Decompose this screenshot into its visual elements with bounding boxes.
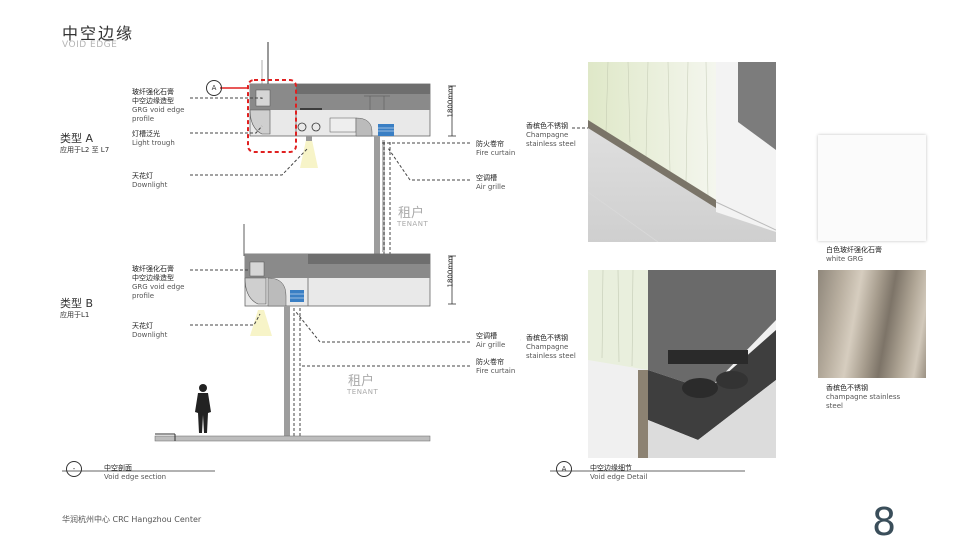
page-number: 8 bbox=[872, 500, 897, 544]
detail-render-top bbox=[588, 62, 776, 242]
type-b-floors: 应用于L1 bbox=[60, 311, 90, 319]
detail-render-bottom bbox=[588, 270, 776, 458]
type-a-section bbox=[249, 42, 431, 254]
dimension-b: 1800mm bbox=[446, 256, 455, 288]
type-b-section bbox=[243, 224, 431, 436]
material-swatch-white-grg bbox=[818, 135, 926, 241]
page-title: 中空边缘 bbox=[62, 24, 135, 43]
detail-highlight-box bbox=[247, 79, 297, 153]
type-a-label: 类型 A bbox=[60, 132, 94, 145]
type-b-label: 类型 B bbox=[60, 297, 94, 310]
detail-caption-marker: A bbox=[556, 461, 572, 477]
tenant-label-a-en: TENANT bbox=[397, 220, 429, 228]
type-a-floors: 应用于L2 至 L7 bbox=[60, 146, 110, 154]
detail-marker-a: A bbox=[206, 80, 222, 96]
tenant-label-a: 租户 bbox=[398, 206, 425, 221]
tenant-label-b: 租户 bbox=[348, 374, 375, 389]
person-silhouette bbox=[195, 384, 211, 433]
material-swatch-champagne-steel bbox=[818, 270, 926, 378]
dimension-a: 1800mm bbox=[446, 86, 455, 118]
section-caption-marker: - bbox=[66, 461, 82, 477]
footer-project-name: 华润杭州中心 CRC Hangzhou Center bbox=[62, 515, 202, 524]
page-subtitle: VOID EDGE bbox=[62, 40, 118, 50]
tenant-label-b-en: TENANT bbox=[347, 388, 379, 396]
